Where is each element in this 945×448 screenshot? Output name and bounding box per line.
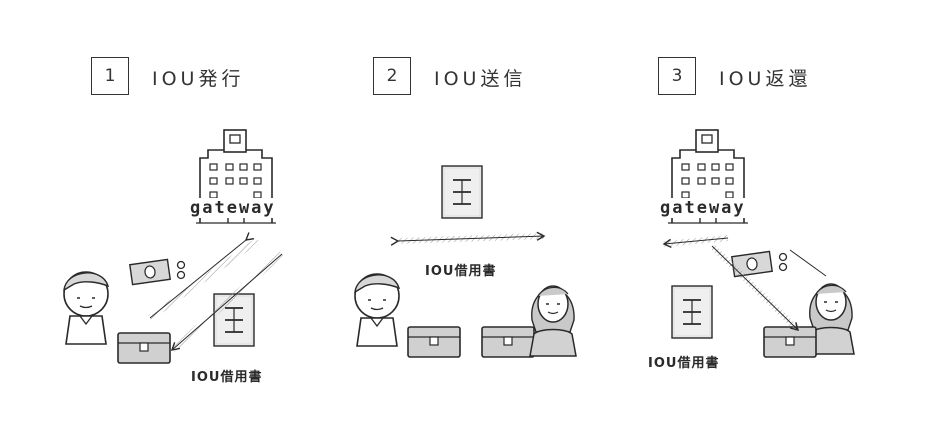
panel-2-drawing xyxy=(354,165,577,358)
wallet-chest-icon xyxy=(763,326,817,358)
panel-3-drawing xyxy=(662,129,855,358)
iou-document-label: IOU借用書 xyxy=(191,370,263,385)
person-b-icon xyxy=(529,285,577,357)
step-1-number: 1 xyxy=(91,57,129,95)
step-1-title: IOU発行 xyxy=(152,68,245,90)
cash-coin-icon xyxy=(129,258,186,286)
step-2-title: IOU送信 xyxy=(434,68,527,90)
panel-1-drawing xyxy=(63,129,284,364)
iou-document-icon xyxy=(671,285,713,339)
iou-document-label: IOU借用書 xyxy=(425,264,497,279)
gateway-label: gateway xyxy=(188,198,278,218)
iou-document-icon xyxy=(441,165,483,219)
iou-document-label: IOU借用書 xyxy=(648,356,720,371)
step-3-title: IOU返還 xyxy=(719,68,812,90)
iou-document-icon xyxy=(213,293,255,347)
gateway-label: gateway xyxy=(658,198,748,218)
person-a-icon xyxy=(354,273,400,347)
wallet-chest-icon xyxy=(407,326,461,358)
wallet-chest-icon xyxy=(481,326,535,358)
step-3-number: 3 xyxy=(658,57,696,95)
person-a-icon xyxy=(63,271,109,345)
step-2-number: 2 xyxy=(373,57,411,95)
wallet-chest-icon xyxy=(117,332,171,364)
